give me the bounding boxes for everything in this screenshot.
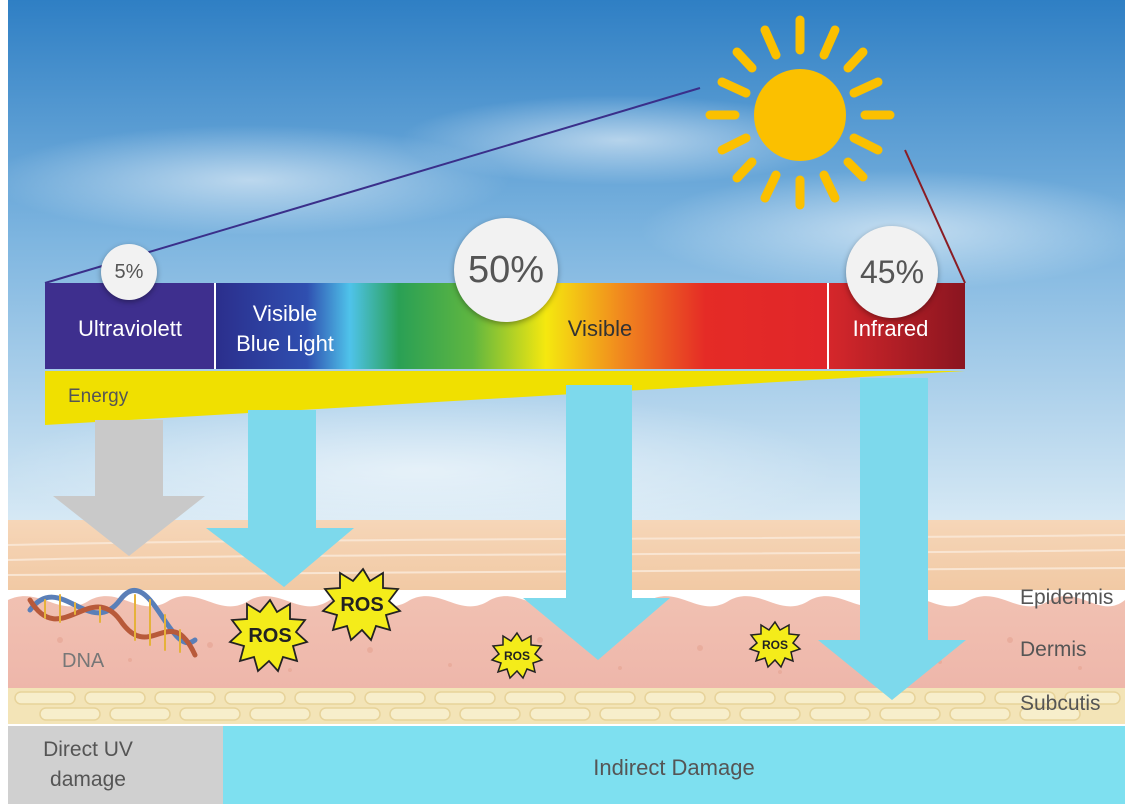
sun-icon: [705, 15, 895, 210]
ros-burst: [228, 598, 309, 673]
infrared-label: Infrared: [852, 316, 929, 341]
visible-percent: 50%: [467, 248, 545, 291]
sun-ray-line-right: [904, 149, 966, 284]
ros-label: ROS: [248, 624, 292, 647]
ros-label: ROS: [503, 649, 530, 663]
indirect-damage-bar: [223, 726, 1125, 804]
blue-light-label-line1: Visible: [252, 301, 318, 326]
uv-label: Ultraviolett: [78, 316, 182, 341]
dna-helix-icon: [27, 588, 198, 658]
ros-burst: [748, 620, 802, 669]
uv-percent-bubble: 5%: [101, 244, 157, 300]
cloud: [0, 125, 510, 235]
ros-burst: [490, 631, 544, 680]
dermis-dots: [57, 637, 1082, 674]
direct-damage-label-line2: damage: [50, 768, 126, 791]
sun-ray-line-left: [44, 87, 701, 284]
energy-label: Energy: [68, 386, 129, 407]
uv-percent: 5%: [114, 260, 144, 283]
ros-burst: [321, 567, 402, 642]
blue-light-label-line2: Blue Light: [236, 331, 334, 356]
infrared-arrow: [818, 378, 966, 700]
visible-label: Visible: [567, 316, 633, 341]
indirect-damage-label: Indirect Damage: [593, 755, 755, 780]
infrared-percent: 45%: [859, 253, 925, 290]
subcutis-fat-cells: [14, 691, 1121, 721]
ros-label: ROS: [761, 638, 788, 652]
infrared-percent-bubble: 45%: [846, 226, 938, 318]
epidermis-label: Epidermis: [1020, 586, 1114, 609]
dna-label: DNA: [62, 650, 105, 672]
uv-direct-arrow: [53, 420, 205, 556]
direct-damage-bar: [8, 726, 223, 804]
visible-arrow: [523, 385, 670, 660]
visible-percent-bubble: 50%: [454, 218, 558, 322]
dermis-label: Dermis: [1020, 638, 1087, 661]
direct-damage-label-line1: Direct UV: [43, 738, 133, 761]
subcutis-label: Subcutis: [1020, 692, 1101, 715]
ros-label: ROS: [340, 593, 384, 616]
blue-light-arrow: [206, 410, 354, 587]
